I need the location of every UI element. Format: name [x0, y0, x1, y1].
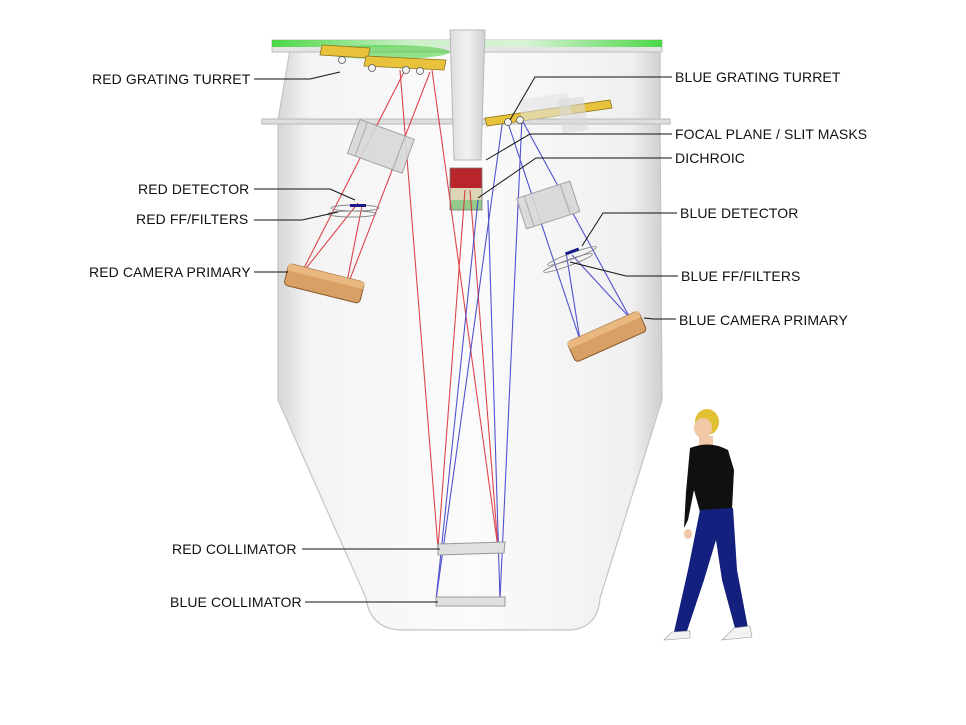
red-camera-assembly — [284, 118, 415, 304]
label-blue-collimator: BLUE COLLIMATOR — [170, 594, 302, 610]
label-red-camera-primary: RED CAMERA PRIMARY — [89, 264, 251, 280]
red-beam-paths — [299, 69, 499, 549]
blue-detector-chip — [565, 247, 580, 256]
leader-lines — [254, 71, 678, 603]
label-red-detector: RED DETECTOR — [138, 181, 250, 197]
label-red-grating-turret: RED GRATING TURRET — [92, 71, 251, 87]
dichroic — [449, 167, 483, 211]
blue-collimator — [435, 596, 506, 607]
label-blue-detector: BLUE DETECTOR — [680, 205, 799, 221]
person-figure — [663, 409, 753, 641]
label-blue-camera-primary: BLUE CAMERA PRIMARY — [679, 312, 848, 328]
red-detector-chip — [350, 204, 366, 207]
label-dichroic: DICHROIC — [675, 150, 746, 166]
label-red-collimator: RED COLLIMATOR — [172, 541, 297, 557]
label-focal-plane-slit-masks: FOCAL PLANE / SLIT MASKS — [675, 126, 868, 142]
label-blue-grating-turret: BLUE GRATING TURRET — [675, 69, 841, 85]
red-collimator — [437, 541, 506, 556]
central-baffle — [449, 29, 486, 161]
blue-camera-assembly — [515, 180, 647, 362]
label-blue-ff-filters: BLUE FF/FILTERS — [681, 268, 801, 284]
label-red-ff-filters: RED FF/FILTERS — [136, 211, 249, 227]
blue-grating-turret — [484, 92, 613, 134]
red-grating-turret — [319, 44, 450, 75]
